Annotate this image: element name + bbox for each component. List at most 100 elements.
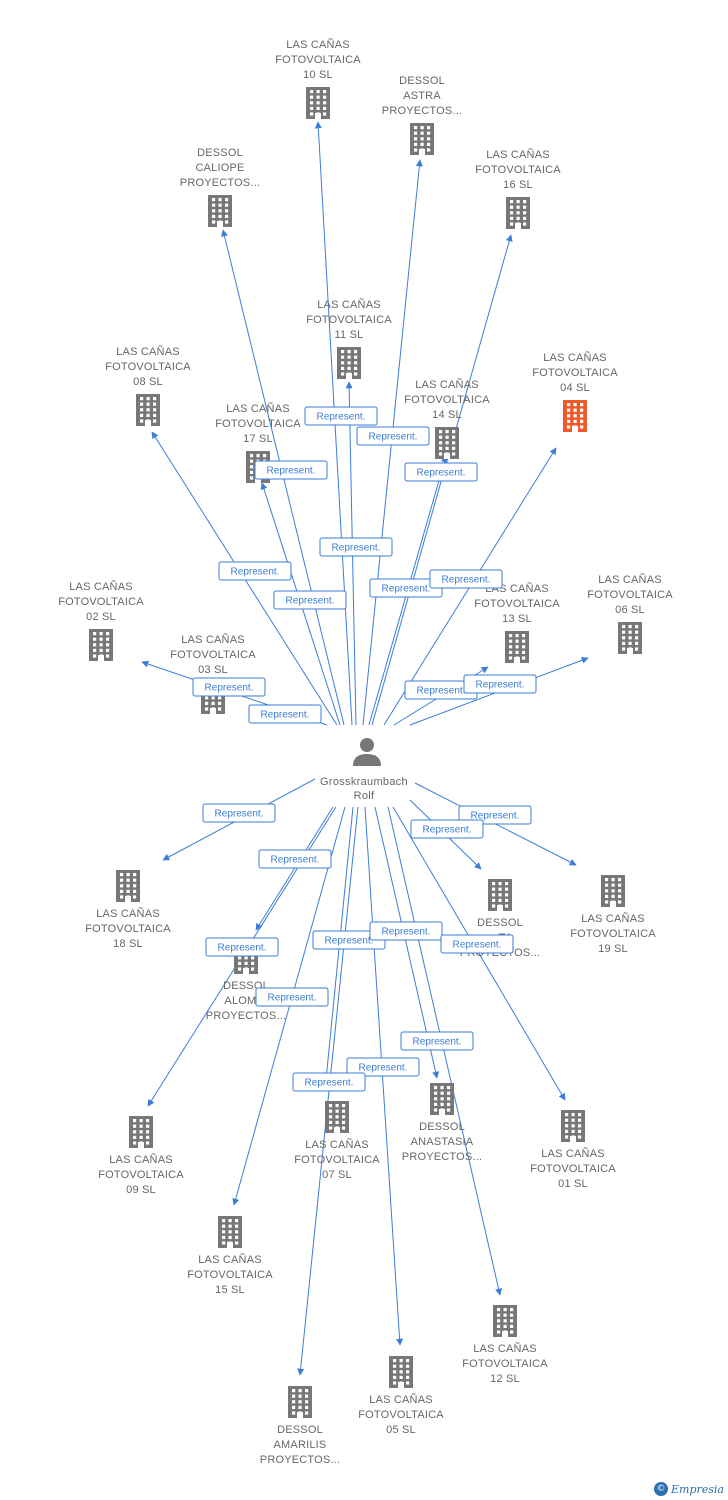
- company-label-line: FOTOVOLTAICA: [294, 1154, 380, 1166]
- edge-label-represent: Represent.: [218, 561, 292, 581]
- company-node-lc12[interactable]: LAS CAÑAS FOTOVOLTAICA 12 SL: [462, 1305, 548, 1385]
- edge-label-represent: Represent.: [205, 937, 279, 957]
- building-icon: [116, 870, 140, 902]
- company-node-damarilis[interactable]: DESSOL AMARILIS PROYECTOS...: [260, 1386, 340, 1466]
- company-node-dcaliope[interactable]: DESSOLCALIOPEPROYECTOS...: [180, 147, 260, 227]
- edge-label-represent: Represent.: [440, 934, 514, 954]
- edge-label-represent: Represent.: [254, 460, 328, 480]
- company-label-line: PROYECTOS...: [402, 1151, 482, 1163]
- edge-label-represent: Represent.: [192, 677, 266, 697]
- company-label-line: FOTOVOLTAICA: [215, 418, 301, 430]
- edge-label-text: Represent.: [453, 940, 502, 951]
- building-icon: [618, 622, 642, 654]
- building-icon: [337, 347, 361, 379]
- building-icon: [563, 400, 587, 432]
- company-label-line: AMARILIS: [274, 1439, 327, 1451]
- company-node-lc04[interactable]: LAS CAÑAS FOTOVOLTAICA 04 SL: [532, 351, 618, 432]
- building-icon: [493, 1305, 517, 1337]
- company-label-line: FOTOVOLTAICA: [105, 361, 191, 373]
- company-label-line: LAS CAÑAS: [415, 378, 479, 391]
- edge-label-text: Represent.: [359, 1063, 408, 1074]
- building-icon: [506, 197, 530, 229]
- company-label-line: 13 SL: [502, 613, 532, 625]
- company-label-line: 02 SL: [86, 611, 116, 623]
- edge-label-represent: Represent.: [404, 462, 478, 482]
- building-icon: [505, 631, 529, 663]
- edge-label-text: Represent.: [205, 683, 254, 694]
- edge-label-text: Represent.: [369, 432, 418, 443]
- company-label-line: 04 SL: [560, 382, 590, 394]
- company-label-line: DESSOL: [419, 1121, 465, 1133]
- company-label-line: 15 SL: [215, 1284, 245, 1296]
- edge-lc12: [387, 806, 503, 1296]
- edge-label-represent: Represent.: [463, 674, 537, 694]
- company-label-line: LAS CAÑAS: [116, 345, 180, 358]
- brand-watermark: © Empresia: [654, 1482, 724, 1496]
- brand-name: Empresia: [671, 1482, 724, 1496]
- company-node-dastra[interactable]: DESSOLASTRAPROYECTOS...: [382, 75, 462, 155]
- edge-label-text: Represent.: [476, 680, 525, 691]
- company-label-line: ANASTASIA: [411, 1136, 474, 1148]
- edge-label-text: Represent.: [332, 543, 381, 554]
- edge-label-text: Represent.: [267, 466, 316, 477]
- building-icon: [488, 879, 512, 911]
- edge-label-text: Represent.: [317, 412, 366, 423]
- edge-label-represent: Represent.: [369, 578, 443, 598]
- edge-label-represent: Represent.: [400, 1031, 474, 1051]
- company-label-line: DESSOL: [277, 1424, 323, 1436]
- company-label-line: 12 SL: [490, 1373, 520, 1385]
- building-icon: [136, 394, 160, 426]
- company-label-line: LAS CAÑAS: [473, 1342, 537, 1355]
- company-label-line: 09 SL: [126, 1184, 156, 1196]
- company-label-line: PROYECTOS...: [260, 1454, 340, 1466]
- company-label-line: LAS CAÑAS: [541, 1147, 605, 1160]
- company-label-line: 07 SL: [322, 1169, 352, 1181]
- company-label-line: 03 SL: [198, 664, 228, 676]
- edge-labels-layer: Represent.Represent.Represent.Represent.…: [192, 406, 537, 1092]
- building-icon: [601, 875, 625, 907]
- company-label-line: LAS CAÑAS: [181, 633, 245, 646]
- company-label-line: 05 SL: [386, 1424, 416, 1436]
- edge-label-represent: Represent.: [248, 704, 322, 724]
- company-label-line: FOTOVOLTAICA: [532, 367, 618, 379]
- company-label-line: FOTOVOLTAICA: [475, 164, 561, 176]
- company-label-line: DESSOL: [399, 75, 445, 87]
- company-label-line: 19 SL: [598, 943, 628, 955]
- edge-label-text: Represent.: [261, 710, 310, 721]
- company-label-line: FOTOVOLTAICA: [530, 1163, 616, 1175]
- edge-label-represent: Represent.: [292, 1072, 366, 1092]
- company-label-line: FOTOVOLTAICA: [58, 596, 144, 608]
- company-label-line: 17 SL: [243, 433, 273, 445]
- edge-label-represent: Represent.: [429, 569, 503, 589]
- company-node-lc01[interactable]: LAS CAÑAS FOTOVOLTAICA 01 SL: [530, 1110, 616, 1190]
- company-label-line: 01 SL: [558, 1178, 588, 1190]
- edge-label-text: Represent.: [231, 567, 280, 578]
- building-icon: [208, 195, 232, 227]
- company-label-line: FOTOVOLTAICA: [462, 1358, 548, 1370]
- company-label-line: LAS CAÑAS: [226, 402, 290, 415]
- edge-label-text: Represent.: [471, 811, 520, 822]
- company-label-line: 06 SL: [615, 604, 645, 616]
- center-person-node[interactable]: Grosskraumbach Rolf: [320, 738, 408, 802]
- company-label-line: LAS CAÑAS: [543, 351, 607, 364]
- company-label-line: 10 SL: [303, 69, 333, 81]
- company-label-line: PROYECTOS...: [180, 177, 260, 189]
- edge-label-text: Represent.: [325, 936, 374, 947]
- edge-label-text: Represent.: [286, 596, 335, 607]
- company-node-danastasia[interactable]: DESSOL ANASTASIA PROYECTOS...: [402, 1083, 482, 1163]
